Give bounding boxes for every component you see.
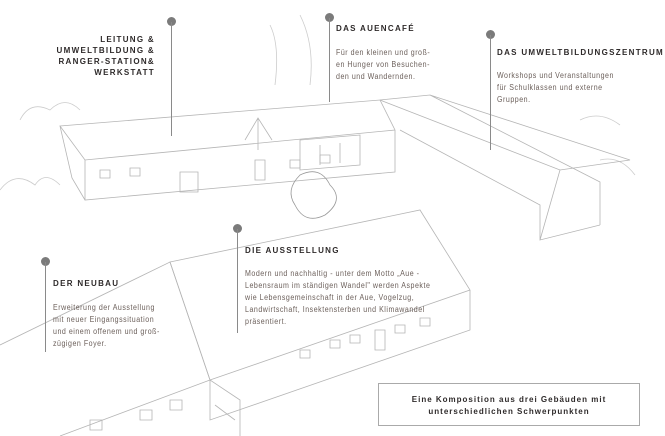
- marker-dot-auencafe[interactable]: [325, 13, 334, 22]
- label-auencafe-heading: DAS AUENCAFÉ: [336, 24, 415, 33]
- marker-dot-leitung[interactable]: [167, 17, 176, 26]
- marker-line-umweltbildungszentrum: [490, 35, 491, 150]
- marker-dot-neubau[interactable]: [41, 257, 50, 266]
- label-auencafe-text: Für den kleinen und groß- en Hunger von …: [336, 48, 431, 81]
- label-leitung-heading: LEITUNG & UMWELTBILDUNG & RANGER-STATION…: [56, 35, 155, 77]
- marker-dot-umweltbildungszentrum[interactable]: [486, 30, 495, 39]
- tree-center: [290, 171, 337, 219]
- marker-line-ausstellung: [237, 229, 238, 333]
- label-ausstellung-heading: DIE AUSSTELLUNG: [245, 246, 340, 255]
- trees-sketch: [0, 14, 636, 191]
- building-umweltbildungszentrum: [379, 94, 631, 241]
- marker-line-auencafe: [329, 18, 330, 102]
- label-neubau-text: Erweiterung der Ausstellung mit neuer Ei…: [53, 303, 160, 348]
- label-umweltbildungszentrum-heading: DAS UMWELTBILDUNGSZENTRUM: [497, 48, 665, 57]
- label-umweltbildungszentrum-text: Workshops und Veranstaltungen für Schulk…: [497, 71, 614, 104]
- marker-dot-ausstellung[interactable]: [233, 224, 242, 233]
- label-neubau-heading: DER NEUBAU: [53, 279, 120, 288]
- composition-note-box: Eine Komposition aus drei Gebäuden mit u…: [378, 383, 640, 426]
- marker-line-leitung: [171, 22, 172, 136]
- marker-line-neubau: [45, 262, 46, 352]
- building-auencafe: [244, 117, 273, 150]
- building-neubau: [0, 261, 241, 436]
- building-leitung: [59, 99, 396, 201]
- label-ausstellung-text: Modern und nachhaltig - unter dem Motto …: [245, 269, 431, 326]
- note-line-1: Eine Komposition aus drei Gebäuden mit: [411, 395, 607, 404]
- note-line-2: unterschiedlichen Schwerpunkten: [428, 407, 590, 416]
